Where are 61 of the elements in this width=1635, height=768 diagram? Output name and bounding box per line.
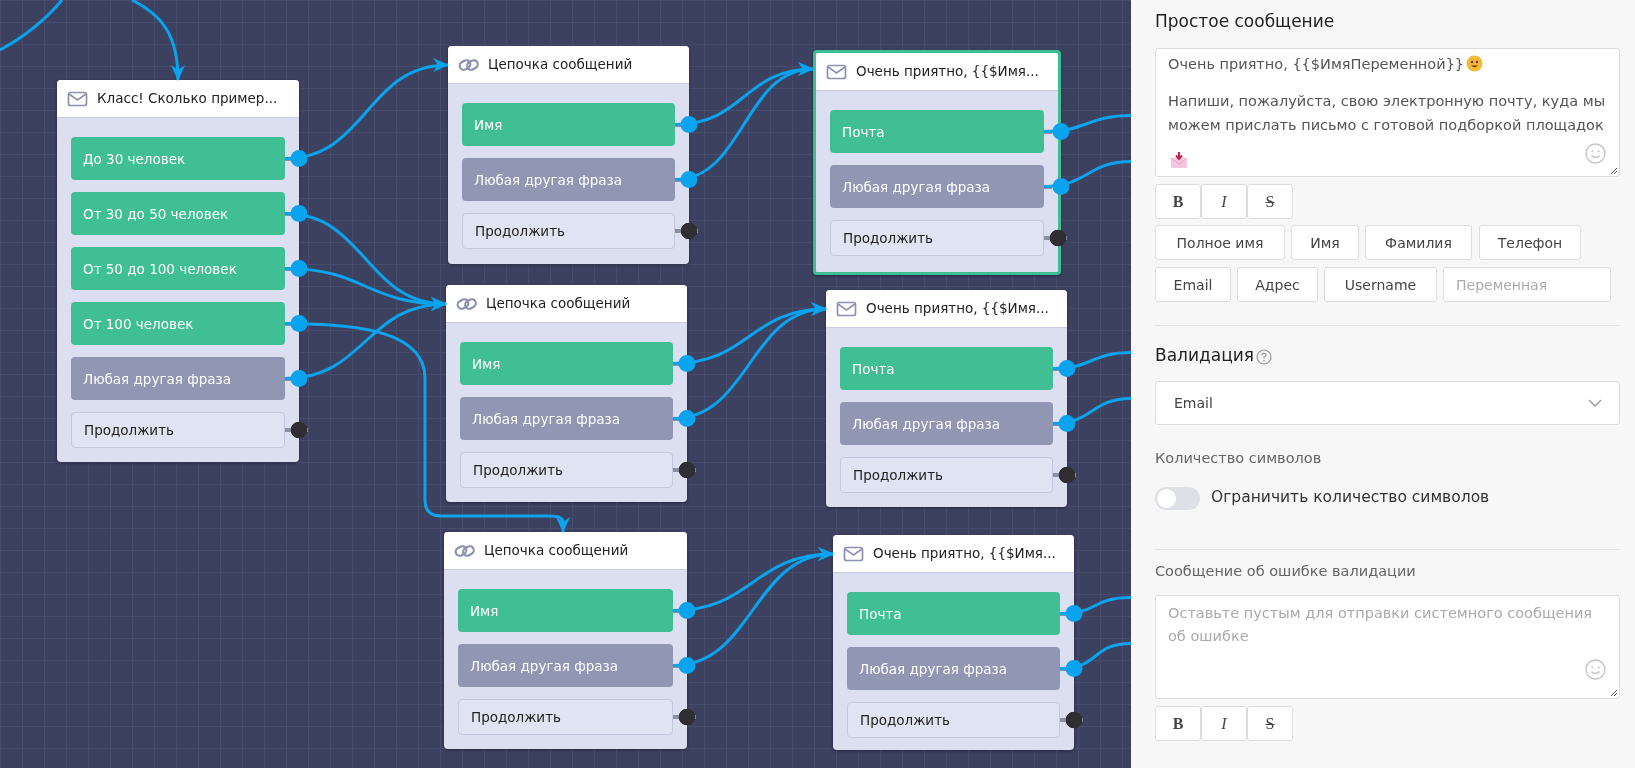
connector-arrow: [672, 303, 827, 426]
variable-chip: Адрес: [1237, 267, 1318, 302]
message-text: Очень приятно, {{$ИмяПеременной}}: [1168, 55, 1465, 72]
card-title: Очень приятно, {{$Имя...: [866, 300, 1049, 316]
continue-option: Продолжить: [71, 412, 285, 448]
connector-arrow: [674, 64, 814, 187]
option-button: Почта: [840, 347, 1053, 390]
fallback-option: Любая другая фраза: [847, 647, 1060, 690]
strikethrough-button: S: [1247, 184, 1293, 219]
variable-input: Переменная: [1443, 267, 1611, 302]
continue-option: Продолжить: [840, 457, 1053, 493]
fallback-option: Любая другая фраза: [460, 397, 673, 440]
option-button: Имя: [460, 342, 673, 385]
validation-select: Email: [1155, 381, 1620, 425]
variable-chip: Телефон: [1479, 225, 1581, 260]
connector-arrow: [284, 298, 447, 386]
section-title: Валидация: [1155, 345, 1254, 365]
italic-button: I: [1201, 706, 1247, 741]
card-title: Очень приятно, {{$Имя...: [873, 545, 1056, 561]
connector-arrow: [284, 59, 449, 166]
option-button: Имя: [462, 103, 675, 146]
connector-arrow: [672, 548, 834, 673]
option-button: Почта: [847, 592, 1060, 635]
variable-chip: Имя: [1291, 225, 1359, 260]
fallback-option: Любая другая фраза: [830, 165, 1044, 208]
connector-arrow: [131, 0, 185, 81]
option-button: До 30 человек: [71, 137, 285, 180]
field-label: Количество символов: [1155, 450, 1322, 466]
fallback-option: Любая другая фраза: [462, 158, 675, 201]
placeholder-text: Оставьте пустым для отправки системного сообщения об ошибке: [1168, 604, 1594, 646]
option-button: От 30 до 50 человек: [71, 192, 285, 235]
italic-button: I: [1201, 184, 1247, 219]
continue-option: Продолжить: [847, 702, 1060, 738]
option-button: От 100 человек: [71, 302, 285, 345]
continue-option: Продолжить: [830, 220, 1044, 256]
bold-button: B: [1155, 706, 1201, 741]
message-text: Напиши, пожалуйста, свою электронную почту, куда мы можем прислать письмо с готовой подборкой площадок: [1168, 92, 1607, 135]
fallback-option: Любая другая фраза: [458, 644, 673, 687]
card-title: Цепочка сообщений: [486, 295, 631, 311]
connector-arrow: [285, 315, 570, 533]
variable-chip: Полное имя: [1155, 225, 1285, 260]
card-title: Класс! Сколько пример...: [97, 90, 278, 106]
option-button: Почта: [830, 110, 1044, 153]
variable-chip: Username: [1324, 267, 1437, 302]
fallback-option: Любая другая фраза: [840, 402, 1053, 445]
toggle-label: Ограничить количество символов: [1211, 488, 1490, 506]
panel-title: Простое сообщение: [1155, 11, 1335, 31]
card-title: Очень приятно, {{$Имя...: [856, 63, 1039, 79]
continue-option: Продолжить: [458, 699, 673, 735]
variable-chip: Email: [1155, 267, 1231, 302]
card-title: Цепочка сообщений: [488, 56, 633, 72]
option-button: От 50 до 100 человек: [71, 247, 285, 290]
field-label: Сообщение об ошибке валидации: [1155, 563, 1416, 579]
card-title: Цепочка сообщений: [484, 542, 629, 558]
fallback-option: Любая другая фраза: [71, 357, 285, 400]
strikethrough-button: S: [1247, 706, 1293, 741]
continue-option: Продолжить: [460, 452, 673, 488]
variable-chip: Фамилия: [1365, 225, 1472, 260]
option-button: Имя: [458, 589, 673, 632]
bold-button: B: [1155, 184, 1201, 219]
continue-option: Продолжить: [462, 213, 675, 249]
